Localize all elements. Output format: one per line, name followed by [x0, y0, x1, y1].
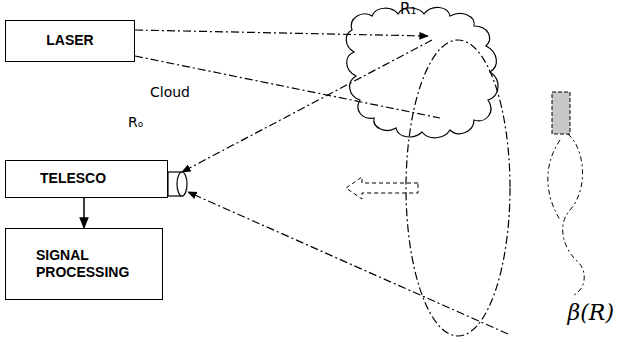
telescope-tube: [168, 172, 187, 196]
box-label: TELESCO: [40, 170, 161, 188]
backscatter-label: β(R): [568, 300, 614, 325]
backscatter-curve: [548, 134, 584, 296]
flow-arrow: [83, 198, 85, 228]
process-box: LASER: [5, 20, 135, 62]
return-beam: [182, 40, 432, 172]
process-box: SIGNAL PROCESSING: [5, 228, 163, 300]
laser-beam: [135, 56, 440, 118]
process-box: TELESCO: [5, 160, 168, 198]
cloud-label: Cloud: [150, 84, 190, 100]
box-label: LASER: [12, 32, 128, 50]
range-label: R₁: [400, 0, 416, 18]
range-label: Rₒ: [128, 114, 144, 130]
laser-beam: [135, 30, 428, 36]
box-label: SIGNAL PROCESSING: [36, 247, 146, 282]
scatter-volume: [406, 40, 510, 336]
backscatter-cell: [552, 92, 570, 134]
return-direction-arrow: [346, 177, 418, 199]
return-beam: [188, 192, 508, 334]
